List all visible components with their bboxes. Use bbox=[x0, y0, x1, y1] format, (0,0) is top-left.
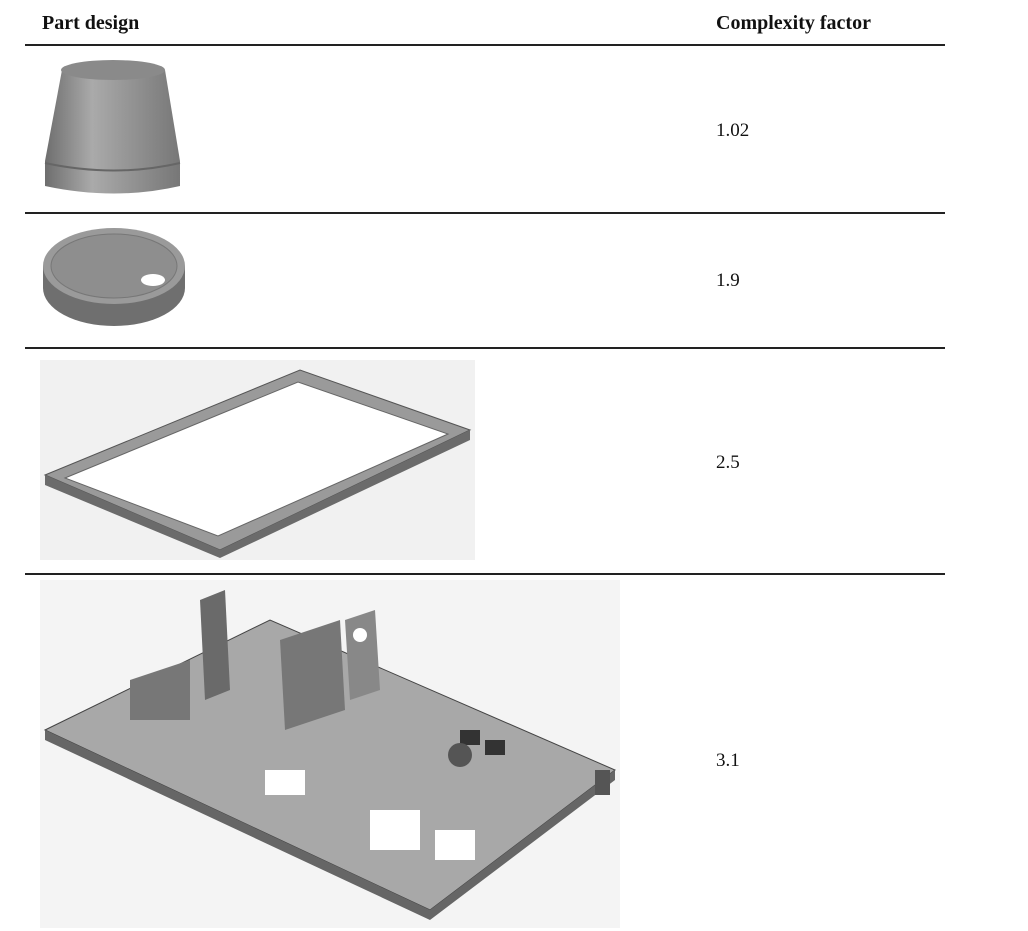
part-image-disk bbox=[43, 228, 185, 326]
part-image-cone bbox=[44, 60, 181, 194]
row-rule bbox=[25, 573, 945, 575]
header-rule bbox=[25, 44, 945, 46]
complexity-value: 1.9 bbox=[716, 270, 740, 291]
row-rule bbox=[25, 347, 945, 349]
complexity-value: 3.1 bbox=[716, 750, 740, 771]
complexity-value: 1.02 bbox=[716, 120, 750, 141]
header-part-design: Part design bbox=[42, 12, 140, 34]
row-rule bbox=[25, 212, 945, 214]
complexity-value: 2.5 bbox=[716, 452, 740, 473]
part-image-chassis bbox=[40, 580, 620, 928]
header-complexity-factor: Complexity factor bbox=[716, 12, 871, 34]
part-image-frame bbox=[40, 360, 475, 560]
